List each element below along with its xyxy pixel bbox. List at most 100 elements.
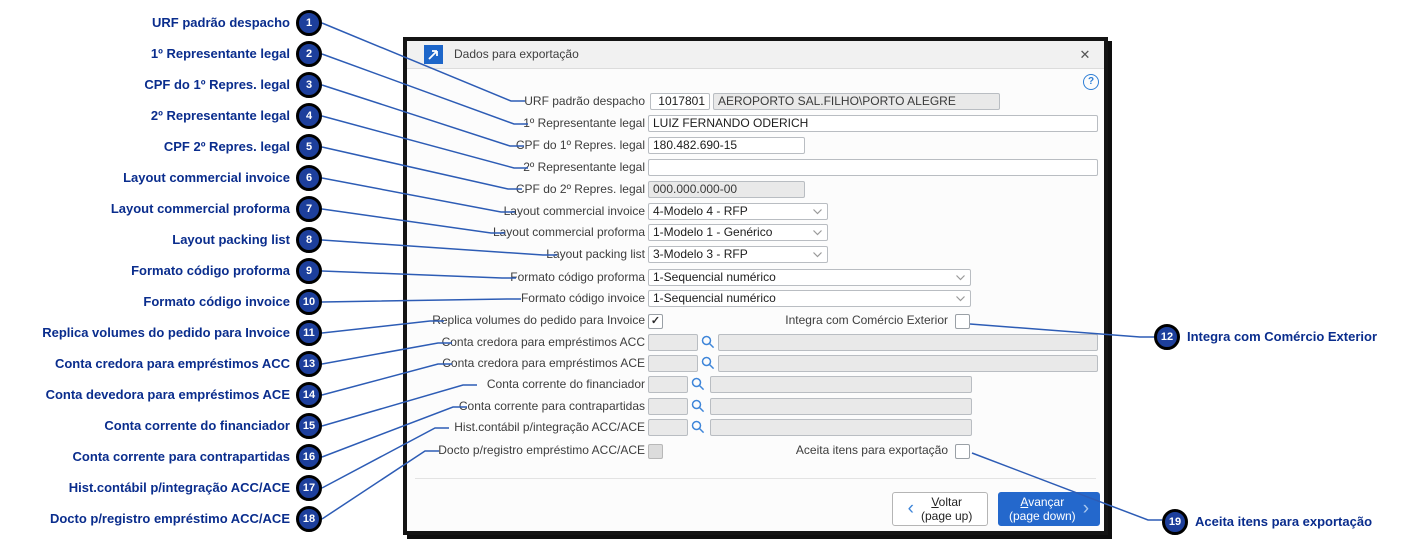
hist-label: Hist.contábil p/integração ACC/ACE bbox=[454, 420, 645, 434]
callout-number-badge: 1 bbox=[296, 10, 322, 36]
voltar-button[interactable]: ‹ Voltar(page up) bbox=[892, 492, 988, 526]
callout-number-badge: 4 bbox=[296, 103, 322, 129]
callout-3: CPF do 1º Repres. legal 3 bbox=[0, 72, 322, 98]
callout-label: Conta corrente do financiador bbox=[104, 418, 290, 433]
chevron-down-icon bbox=[813, 252, 822, 258]
callout-number-badge: 7 bbox=[296, 196, 322, 222]
callout-2: 1º Representante legal 2 bbox=[0, 41, 322, 67]
callout-label: Hist.contábil p/integração ACC/ACE bbox=[68, 480, 290, 495]
selected-option: 3-Modelo 3 - RFP bbox=[653, 247, 748, 261]
chevron-down-icon bbox=[956, 296, 965, 302]
hist-code-field bbox=[648, 419, 688, 436]
cpf1-label: CPF do 1º Repres. legal bbox=[515, 138, 645, 152]
rep2-label: 2º Representante legal bbox=[523, 160, 645, 174]
callout-number-badge: 16 bbox=[296, 444, 322, 470]
financiador-description-field bbox=[710, 376, 972, 393]
callout-14: Conta devedora para empréstimos ACE 14 bbox=[0, 382, 322, 408]
search-icon[interactable] bbox=[691, 377, 705, 391]
selected-option: 4-Modelo 4 - RFP bbox=[653, 204, 748, 218]
close-icon[interactable]: ✕ bbox=[1079, 47, 1091, 62]
callout-10: Formato código invoice 10 bbox=[0, 289, 322, 315]
callout-number-badge: 18 bbox=[296, 506, 322, 532]
formato-invoice-select[interactable]: 1-Sequencial numérico bbox=[648, 290, 971, 307]
callout-label: Aceita itens para exportação bbox=[1195, 514, 1373, 529]
callout-label: Layout commercial proforma bbox=[110, 201, 290, 216]
rep1-field[interactable]: LUIZ FERNANDO ODERICH bbox=[648, 115, 1098, 132]
help-icon[interactable]: ? bbox=[1083, 74, 1099, 90]
chevron-down-icon bbox=[813, 230, 822, 236]
search-icon[interactable] bbox=[691, 399, 705, 413]
callout-number-badge: 8 bbox=[296, 227, 322, 253]
callout-label: 1º Representante legal bbox=[150, 46, 290, 61]
aceita-label: Aceita itens para exportação bbox=[795, 443, 948, 457]
callout-number-badge: 2 bbox=[296, 41, 322, 67]
acc-label: Conta credora para empréstimos ACC bbox=[441, 335, 645, 349]
callout-label: CPF do 1º Repres. legal bbox=[144, 77, 290, 92]
callout-label: Formato código invoice bbox=[143, 294, 290, 309]
callout-number-badge: 11 bbox=[296, 320, 322, 346]
ace-code-field bbox=[648, 355, 698, 372]
formato-proforma-select[interactable]: 1-Sequencial numérico bbox=[648, 269, 971, 286]
formato-invoice-label: Formato código invoice bbox=[520, 291, 645, 305]
financiador-code-field bbox=[648, 376, 688, 393]
callout-18: Docto p/registro empréstimo ACC/ACE 18 bbox=[0, 506, 322, 532]
rep2-field[interactable] bbox=[648, 159, 1098, 176]
chevron-down-icon bbox=[813, 209, 822, 215]
avancar-button-label: Avançar(page down) bbox=[1008, 495, 1076, 523]
callout-number-badge: 3 bbox=[296, 72, 322, 98]
avancar-button[interactable]: Avançar(page down) › bbox=[998, 492, 1100, 526]
arrow-up-right-icon bbox=[424, 45, 443, 64]
callout-label: URF padrão despacho bbox=[152, 15, 290, 30]
callout-number-badge: 15 bbox=[296, 413, 322, 439]
layout-proforma-select[interactable]: 1-Modelo 1 - Genérico bbox=[648, 224, 828, 241]
financiador-label: Conta corrente do financiador bbox=[486, 377, 645, 391]
dialog-title: Dados para exportação bbox=[454, 47, 579, 61]
export-data-dialog: Dados para exportação ✕ ? URF padrão des… bbox=[403, 37, 1108, 535]
urf-code-field[interactable]: 1017801 bbox=[650, 93, 710, 110]
callout-number-badge: 12 bbox=[1154, 324, 1180, 350]
callout-label: Conta devedora para empréstimos ACE bbox=[45, 387, 290, 402]
search-icon[interactable] bbox=[701, 356, 715, 370]
callout-9: Formato código proforma 9 bbox=[0, 258, 322, 284]
callout-number-badge: 14 bbox=[296, 382, 322, 408]
integra-checkbox[interactable] bbox=[955, 314, 970, 329]
layout-invoice-label: Layout commercial invoice bbox=[503, 204, 645, 218]
packing-list-select[interactable]: 3-Modelo 3 - RFP bbox=[648, 246, 828, 263]
replica-checkbox[interactable]: ✓ bbox=[648, 314, 663, 329]
integra-label: Integra com Comércio Exterior bbox=[785, 313, 948, 327]
cpf2-label: CPF do 2º Repres. legal bbox=[515, 182, 645, 196]
formato-proforma-label: Formato código proforma bbox=[510, 270, 645, 284]
callout-number-badge: 9 bbox=[296, 258, 322, 284]
selected-option: 1-Sequencial numérico bbox=[653, 291, 776, 305]
callout-label: Conta corrente para contrapartidas bbox=[72, 449, 290, 464]
chevron-down-icon bbox=[956, 275, 965, 281]
callout-number-badge: 10 bbox=[296, 289, 322, 315]
callout-7: Layout commercial proforma 7 bbox=[0, 196, 322, 222]
layout-invoice-select[interactable]: 4-Modelo 4 - RFP bbox=[648, 203, 828, 220]
voltar-button-label: Voltar(page up) bbox=[920, 495, 973, 523]
callout-1: URF padrão despacho 1 bbox=[0, 10, 322, 36]
callout-number-badge: 13 bbox=[296, 351, 322, 377]
callout-label: 2º Representante legal bbox=[150, 108, 290, 123]
hist-description-field bbox=[710, 419, 972, 436]
layout-proforma-label: Layout commercial proforma bbox=[492, 225, 645, 239]
callout-number-badge: 17 bbox=[296, 475, 322, 501]
aceita-checkbox[interactable] bbox=[955, 444, 970, 459]
search-icon[interactable] bbox=[701, 335, 715, 349]
urf-label: URF padrão despacho bbox=[524, 94, 645, 108]
callout-4: 2º Representante legal 4 bbox=[0, 103, 322, 129]
callout-label: Formato código proforma bbox=[131, 263, 290, 278]
ace-description-field bbox=[718, 355, 1098, 372]
callout-label: Docto p/registro empréstimo ACC/ACE bbox=[49, 511, 290, 526]
contrapartidas-description-field bbox=[710, 398, 972, 415]
cpf1-field[interactable]: 180.482.690-15 bbox=[648, 137, 805, 154]
ace-label: Conta credora para empréstimos ACE bbox=[442, 356, 645, 370]
callout-label: Replica volumes do pedido para Invoice bbox=[42, 325, 290, 340]
rep1-label: 1º Representante legal bbox=[523, 116, 645, 130]
search-icon[interactable] bbox=[691, 420, 705, 434]
